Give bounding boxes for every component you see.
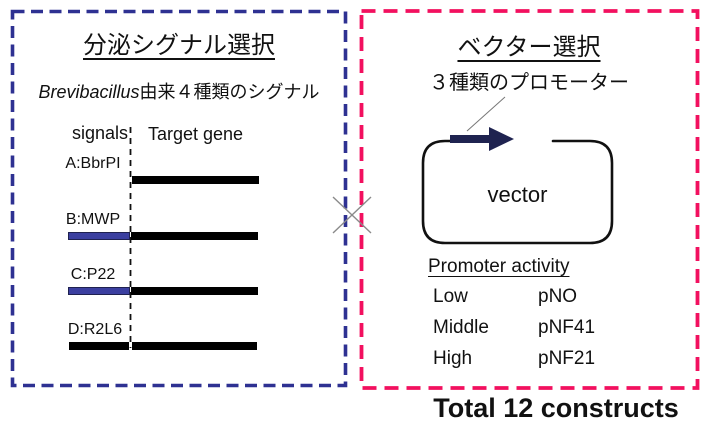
promoter-activity-header: Promoter activity	[428, 256, 570, 277]
signal-row-label-c: C:P22	[70, 266, 116, 283]
promoter-name-pno: pNO	[538, 286, 578, 307]
vector-plasmid-outline	[421, 139, 614, 245]
signal-bar-c	[68, 287, 130, 295]
left-panel-subtitle-rest: 由来４種類のシグナル	[139, 82, 320, 102]
promoter-leader-line	[466, 96, 506, 132]
promoter-activity-high: High	[433, 348, 473, 369]
promoter-name-pnf21: pNF21	[538, 348, 596, 369]
left-panel-border	[10, 9, 348, 388]
promoter-activity-low: Low	[433, 286, 468, 307]
cross-icon	[332, 196, 372, 234]
left-panel-subtitle-genus: Brevibacillus	[38, 82, 140, 102]
left-panel-subtitle: Brevibacillus由来４種類のシグナル	[8, 78, 350, 104]
promoter-activity-middle: Middle	[433, 317, 489, 338]
column-header-signals: signals	[71, 123, 128, 143]
column-header-target-gene: Target gene	[148, 124, 244, 144]
target-gene-bar-d	[132, 342, 257, 350]
left-panel-title: 分泌シグナル選択	[83, 32, 275, 59]
promoter-name-pnf41: pNF41	[538, 317, 596, 338]
right-panel-title: ベクター選択	[457, 34, 601, 61]
promoter-arrow-icon	[489, 127, 514, 151]
target-gene-bar-c	[131, 287, 258, 295]
vector-label: vector	[487, 182, 548, 207]
right-panel-border	[359, 9, 700, 390]
signal-row-label-b: B:MWP	[65, 211, 121, 228]
signal-row-label-d: D:R2L6	[67, 321, 123, 338]
total-constructs-caption: Total 12 constructs	[433, 393, 679, 423]
signal-row-label-a: A:BbrPI	[65, 155, 121, 172]
promoter-arrow-icon	[450, 135, 491, 143]
signal-bar-b	[68, 232, 130, 240]
target-gene-bar-a	[132, 176, 259, 184]
signal-bar-d	[69, 342, 129, 350]
target-gene-bar-b	[131, 232, 258, 240]
right-panel-subtitle: ３種類のプロモーター	[429, 72, 629, 94]
